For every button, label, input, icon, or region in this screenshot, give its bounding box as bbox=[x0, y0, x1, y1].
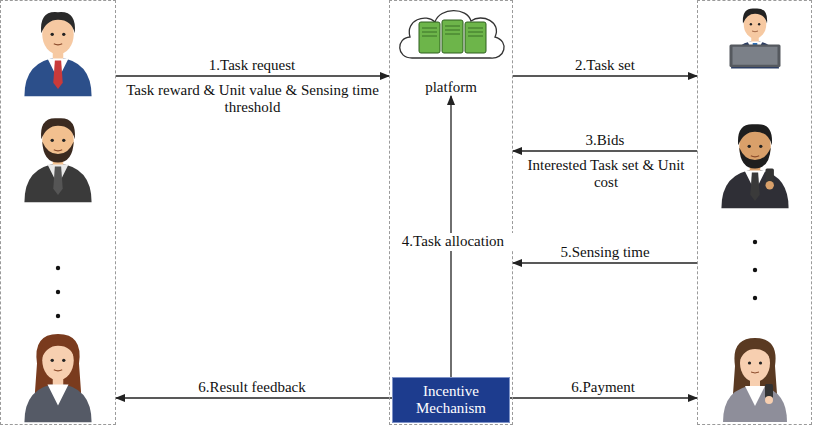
server-box bbox=[419, 22, 440, 53]
requester-panel bbox=[0, 0, 116, 425]
edge-label: 3.Bids bbox=[520, 132, 690, 149]
person-avatar bbox=[24, 12, 91, 96]
arrow-note: Interested Task set & Unit cost bbox=[517, 157, 695, 192]
server-box bbox=[442, 20, 463, 53]
flow-arrow bbox=[513, 150, 697, 151]
person-avatar bbox=[24, 334, 91, 422]
person-avatar bbox=[24, 118, 91, 202]
flow-arrow bbox=[513, 75, 697, 76]
edge-label: 2.Task set bbox=[520, 57, 690, 74]
people-figures bbox=[24, 8, 788, 422]
edge-label: 6.Result feedback bbox=[142, 379, 362, 396]
flow-arrow bbox=[510, 397, 697, 398]
person-avatar bbox=[730, 8, 781, 68]
server-icon bbox=[400, 11, 504, 59]
ellipsis-dots bbox=[56, 240, 757, 318]
flow-arrow bbox=[513, 262, 697, 263]
platform-server: platform bbox=[395, 4, 507, 96]
arrow-note: Task reward & Unit value & Sensing time … bbox=[120, 82, 385, 117]
edge-label: 6.Payment bbox=[518, 379, 688, 396]
person-avatar bbox=[723, 338, 787, 422]
edge-label: 1.Task request bbox=[142, 57, 362, 74]
node-text: platform bbox=[425, 79, 477, 96]
mechanism-box: Incentive Mechanism bbox=[392, 377, 510, 423]
edge-label: 4.Task allocation bbox=[392, 233, 514, 250]
node-text: Incentive Mechanism bbox=[397, 383, 505, 418]
platform-panel: platformIncentive Mechanism bbox=[389, 0, 513, 425]
flow-arrow bbox=[116, 75, 389, 76]
cloud-outline bbox=[400, 11, 504, 59]
server-box bbox=[465, 22, 486, 53]
worker-panel bbox=[697, 0, 812, 425]
edge-label: 5.Sensing time bbox=[520, 244, 690, 261]
flow-arrow bbox=[450, 96, 451, 377]
person-avatar bbox=[721, 124, 788, 208]
flow-arrow bbox=[116, 397, 392, 398]
